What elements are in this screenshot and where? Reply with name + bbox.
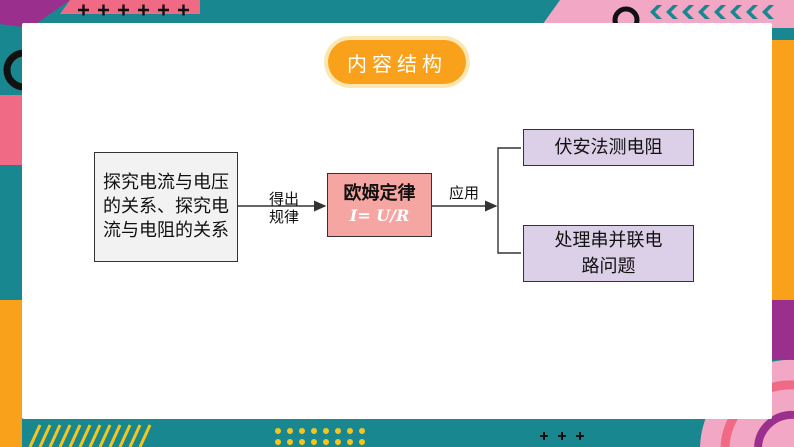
purple-right-band <box>772 300 794 360</box>
purple-arc-stroke <box>754 410 794 447</box>
pink-left-band <box>0 95 22 165</box>
orange-right-band <box>772 40 794 300</box>
branch-bracket <box>497 147 521 254</box>
derive-label-line1: 得出 <box>268 190 299 208</box>
section-title: 内容结构 <box>347 51 447 76</box>
orange-left-band <box>0 300 22 447</box>
plus-signs <box>78 4 189 16</box>
law-box: 欧姆定律 I= U/R <box>327 173 432 237</box>
yellow-dot-grid <box>275 428 365 445</box>
apply-label: 应用 <box>448 184 479 202</box>
law-formula: I= U/R <box>349 206 410 225</box>
application-text-1: 伏安法测电阻 <box>554 136 663 158</box>
source-text: 探究电流与电压的关系、探究电流与电阻的关系 <box>103 172 229 241</box>
chevron-row <box>650 5 774 19</box>
application-text-2: 处理串并联电路问题 <box>554 229 663 277</box>
section-title-pill: 内容结构 <box>328 40 466 84</box>
application-box-resistance: 伏安法测电阻 <box>523 129 694 166</box>
law-name: 欧姆定律 <box>343 183 416 204</box>
pink-top-band <box>540 0 794 28</box>
derive-label: 得出 规律 <box>258 190 310 226</box>
derive-label-line2: 规律 <box>268 208 299 226</box>
source-box: 探究电流与电压的关系、探究电流与电阻的关系 <box>94 152 238 262</box>
application-box-circuits: 处理串并联电路问题 <box>523 225 694 282</box>
purple-corner-shape <box>0 0 70 28</box>
plus-signs-bottom <box>540 432 584 440</box>
yellow-diagonal-stripes <box>28 424 152 447</box>
